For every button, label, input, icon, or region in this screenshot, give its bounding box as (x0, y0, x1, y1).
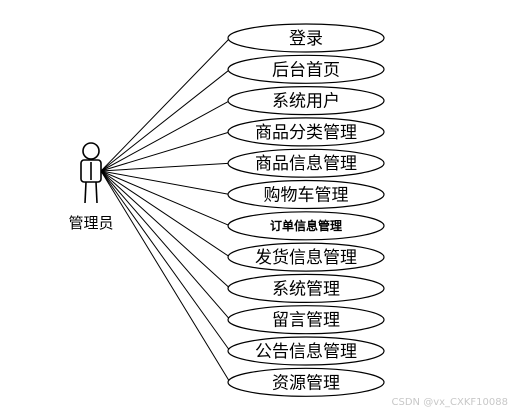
association-line (100, 170, 231, 289)
use-case: 系统用户 (227, 85, 385, 116)
use-case-ellipse (227, 117, 385, 147)
association-line (100, 170, 231, 383)
watermark: CSDN @vx_CXKF10088 (391, 397, 508, 408)
use-case-ellipse (227, 23, 385, 53)
use-case-label: 后台首页 (272, 60, 340, 80)
use-case-ellipse (227, 242, 385, 272)
use-case-ellipse (227, 336, 385, 366)
association-line (100, 170, 231, 352)
use-case: 资源管理 (227, 367, 385, 397)
use-case-label: 资源管理 (272, 373, 340, 393)
association-line (100, 170, 231, 227)
use-case: 商品分类管理 (227, 117, 385, 147)
use-case-ellipse (227, 367, 385, 397)
use-case: 订单信息管理 (227, 211, 385, 241)
use-case-ellipse (227, 179, 385, 210)
association-line (100, 170, 231, 195)
use-case: 登录 (227, 23, 385, 53)
use-case: 留言管理 (227, 305, 385, 335)
use-case-ellipse (227, 148, 385, 178)
use-case: 发货信息管理 (227, 242, 385, 272)
actor-admin: 管理员 (68, 142, 114, 232)
use-case-label: 订单信息管理 (270, 218, 342, 233)
use-case-label: 发货信息管理 (255, 248, 357, 268)
use-case-label: 商品分类管理 (255, 123, 357, 143)
use-case-label: 系统管理 (272, 279, 340, 299)
association-line (100, 131, 231, 172)
association-line (100, 100, 231, 172)
use-case: 后台首页 (227, 54, 385, 84)
actor-label: 管理员 (68, 214, 113, 232)
association-lines (100, 37, 231, 383)
use-case: 商品信息管理 (227, 148, 385, 178)
use-case-label: 公告信息管理 (255, 342, 357, 362)
association-line (100, 170, 231, 321)
use-case-ellipse (227, 211, 385, 241)
stick-figure-icon (80, 142, 102, 204)
use-case-label: 留言管理 (272, 311, 340, 331)
use-case: 购物车管理 (227, 179, 385, 210)
use-case-ellipse (227, 273, 385, 303)
association-line (100, 68, 231, 172)
use-case-label: 系统用户 (272, 92, 340, 112)
use-case-label: 购物车管理 (264, 186, 349, 206)
association-line (100, 170, 231, 258)
use-cases: 登录后台首页系统用户商品分类管理商品信息管理购物车管理订单信息管理发货信息管理系… (227, 23, 385, 397)
use-case-ellipse (227, 305, 385, 335)
use-case: 系统管理 (227, 273, 385, 303)
use-case: 公告信息管理 (227, 336, 385, 366)
association-line (100, 162, 231, 172)
use-case-label: 登录 (289, 29, 323, 49)
use-case-label: 商品信息管理 (255, 154, 357, 174)
use-case-ellipse (227, 85, 385, 116)
use-case-ellipse (227, 54, 385, 84)
association-line (100, 37, 231, 172)
